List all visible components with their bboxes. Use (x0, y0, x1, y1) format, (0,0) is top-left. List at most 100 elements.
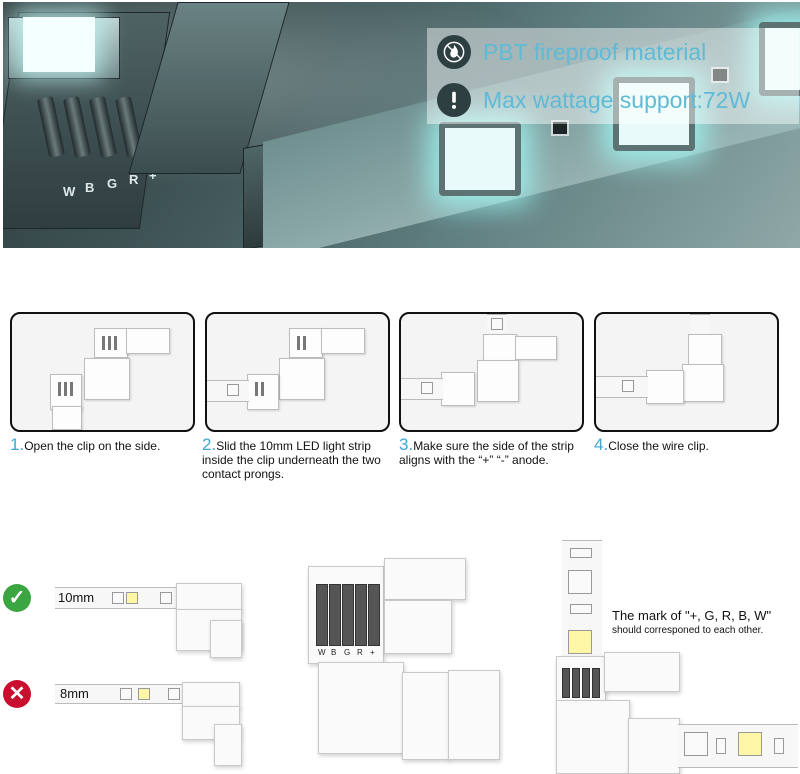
clip-elbow (279, 358, 325, 400)
led-chip (227, 384, 239, 396)
step-number: 2. (202, 435, 217, 454)
hero-led-corner (23, 17, 95, 72)
clip-correct-horizontal (176, 583, 242, 611)
contact-prong (114, 336, 117, 350)
clip-letter: W (318, 648, 326, 657)
clip-top (483, 334, 517, 362)
led-chip (138, 688, 150, 700)
contact-prong (58, 382, 61, 396)
clip-letter: + (370, 648, 375, 657)
clip-elbow (477, 360, 519, 402)
contact-prong (329, 584, 341, 646)
contact-prong (102, 336, 105, 350)
led-chip (168, 688, 180, 700)
mark-note-main: The mark of "+, G, R, B, W" (612, 608, 772, 623)
step-2-image (205, 312, 390, 432)
clip-wrong-horizontal (182, 682, 240, 708)
clip-wrong-lower (214, 724, 242, 766)
hero-led-chip (613, 77, 695, 151)
contact-prong (316, 584, 328, 646)
hero-banner: W B G R + + G R B PBT fireproof material (3, 2, 800, 248)
cross-icon: ✕ (3, 680, 31, 708)
hero-letter: B (85, 180, 95, 195)
step-caption: 3.Make sure the side of the strip aligns… (399, 435, 587, 467)
led-strip-8mm (55, 684, 183, 704)
feature-text: PBT fireproof material (483, 38, 707, 65)
contact-prong (303, 336, 306, 350)
clip-lid-open (515, 336, 557, 360)
contact-prong (592, 668, 600, 698)
hero-letter: + (149, 168, 157, 183)
step-caption: 4.Close the wire clip. (594, 435, 784, 454)
feature-panel: PBT fireproof material Max wattage suppo… (427, 28, 799, 124)
step-text: Slid the 10mm LED light strip inside the… (202, 439, 381, 481)
clip-correct-lower (210, 620, 242, 658)
hero-letter: W (63, 184, 76, 199)
check-icon: ✓ (3, 584, 31, 612)
step-text: Open the clip on the side. (24, 439, 161, 453)
hero-letter: G (107, 176, 118, 191)
feature-row: Max wattage support:72W (437, 79, 750, 121)
led-chip (684, 732, 708, 756)
clip-letter: G (344, 648, 351, 657)
exclamation-icon (437, 83, 471, 117)
clip-left (441, 372, 475, 406)
clip-letter: R (357, 648, 363, 657)
led-strip-vertical (690, 314, 710, 336)
contact-prong (368, 584, 380, 646)
clip-letter: B (331, 648, 337, 657)
step-4-image (594, 312, 779, 432)
led-chip (716, 738, 726, 754)
feature-text: Max wattage support:72W (483, 86, 751, 113)
clip-lid-open (321, 328, 365, 354)
assembled-clip-elbow (556, 700, 630, 774)
contact-prong (108, 336, 111, 350)
clip-left-closed (646, 370, 684, 404)
step-1-image (10, 312, 195, 432)
assembled-clip-right (628, 718, 680, 774)
lclip-top-right (384, 600, 452, 654)
led-chip (112, 592, 124, 604)
step-caption: 1.Open the clip on the side. (10, 435, 200, 454)
contact-prong (297, 336, 300, 350)
contact-prong (562, 668, 570, 698)
step-number: 3. (399, 435, 414, 454)
led-chip (568, 630, 592, 654)
lclip-bottom-left (402, 672, 450, 760)
led-chip (491, 318, 503, 330)
clip-elbow (682, 364, 724, 402)
hero-led-chip (759, 22, 800, 96)
mark-note: The mark of "+, G, R, B, W" should corre… (612, 608, 771, 638)
flame-icon (437, 35, 471, 69)
hero-led-chip (439, 122, 521, 196)
hero-resistor (711, 67, 729, 83)
contact-prong (355, 584, 367, 646)
lclip-top-lid (384, 558, 466, 600)
step-number: 1. (10, 435, 25, 454)
step-caption: 2.Slid the 10mm LED light strip inside t… (202, 435, 388, 481)
step-text: Close the wire clip. (608, 439, 709, 453)
step-3-image (399, 312, 584, 432)
lclip-bottom-right (448, 670, 500, 760)
led-chip (568, 570, 592, 594)
step-number: 4. (594, 435, 609, 454)
clip-top (94, 328, 128, 358)
lclip-elbow (318, 662, 404, 754)
led-chip (738, 732, 762, 756)
contact-prong (64, 382, 67, 396)
led-chip (774, 738, 784, 754)
contact-prong (582, 668, 590, 698)
clip-elbow (84, 358, 130, 400)
led-chip (570, 604, 592, 614)
width-label-wrong: 8mm (60, 686, 89, 701)
led-chip (120, 688, 132, 700)
led-chip (421, 382, 433, 394)
assembled-clip-lid (604, 652, 680, 692)
mark-note-sub: should corresponed to each other. (612, 625, 764, 636)
clip-bottom (52, 406, 82, 430)
contact-prong (572, 668, 580, 698)
clip-top-closed (688, 334, 722, 366)
contact-prong (70, 382, 73, 396)
led-chip (570, 548, 592, 558)
hero-resistor (551, 120, 569, 136)
